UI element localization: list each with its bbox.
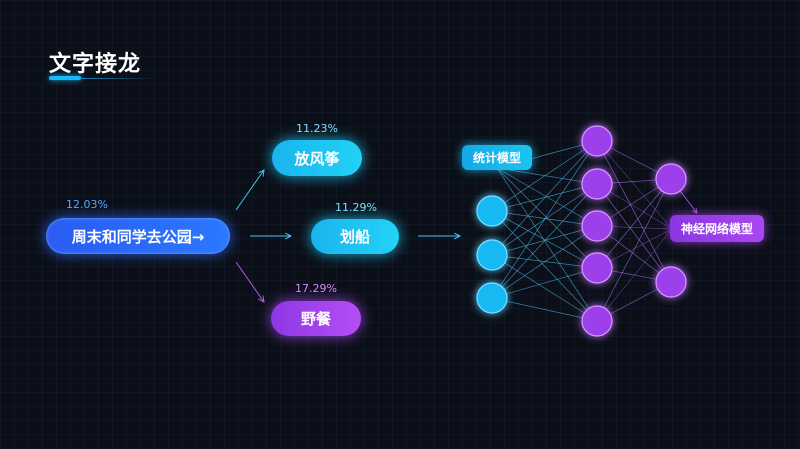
edge-h4-o0 — [596, 178, 672, 322]
hidden-neuron-1 — [581, 125, 613, 157]
edge-in0-h4 — [491, 210, 598, 322]
hidden-neuron-3 — [581, 210, 613, 242]
neural-network-model-label: 神经网络模型 — [670, 215, 764, 242]
edge-h0-o1 — [596, 140, 672, 283]
edge-in2-h3 — [491, 267, 598, 299]
edge-h3-o0 — [596, 178, 672, 269]
title-underline — [49, 78, 157, 79]
page-title: 文字接龙 — [49, 52, 142, 77]
hidden-neuron-5 — [581, 305, 613, 337]
edge-in3-h2 — [496, 167, 598, 227]
edge-in0-h2 — [491, 210, 598, 227]
edge-in3-h3 — [496, 167, 598, 269]
arrow-to-kite — [235, 170, 264, 211]
picnic-probability: 17.29% — [295, 282, 337, 295]
kite-node: 放风筝 — [272, 140, 362, 176]
edge-in3-h4 — [496, 167, 598, 322]
neuron-layer — [476, 125, 687, 337]
edge-h0-label — [596, 140, 673, 230]
source-sentence-node: 周末和同学去公园→ — [46, 218, 230, 254]
output-neuron-2 — [655, 266, 687, 298]
edge-in3-h1 — [496, 167, 598, 185]
input-neuron-3 — [476, 282, 508, 314]
edge-in1-h3 — [491, 254, 598, 269]
arrow-to-picnic — [235, 261, 264, 302]
edge-h4-label — [596, 228, 673, 322]
source-probability: 12.03% — [66, 198, 108, 211]
boat-probability: 11.29% — [335, 201, 377, 214]
input-hidden-edges — [491, 140, 598, 322]
hidden-neuron-2 — [581, 168, 613, 200]
picnic-node: 野餐 — [271, 301, 361, 336]
edge-in1-h4 — [491, 254, 598, 322]
kite-probability: 11.23% — [296, 122, 338, 135]
input-neuron-2 — [476, 239, 508, 271]
boat-node: 划船 — [311, 219, 399, 254]
edge-in1-h0 — [491, 140, 598, 256]
output-neuron-1 — [655, 163, 687, 195]
edge-h1-o1 — [596, 183, 672, 283]
edge-in0-h0 — [491, 140, 598, 212]
edge-in2-h0 — [491, 140, 598, 299]
edge-in0-h3 — [491, 210, 598, 269]
hidden-neuron-4 — [581, 252, 613, 284]
edge-in2-h2 — [491, 225, 598, 299]
statistical-model-label: 统计模型 — [462, 145, 532, 170]
input-neuron-1 — [476, 195, 508, 227]
edge-in2-h4 — [491, 297, 598, 322]
